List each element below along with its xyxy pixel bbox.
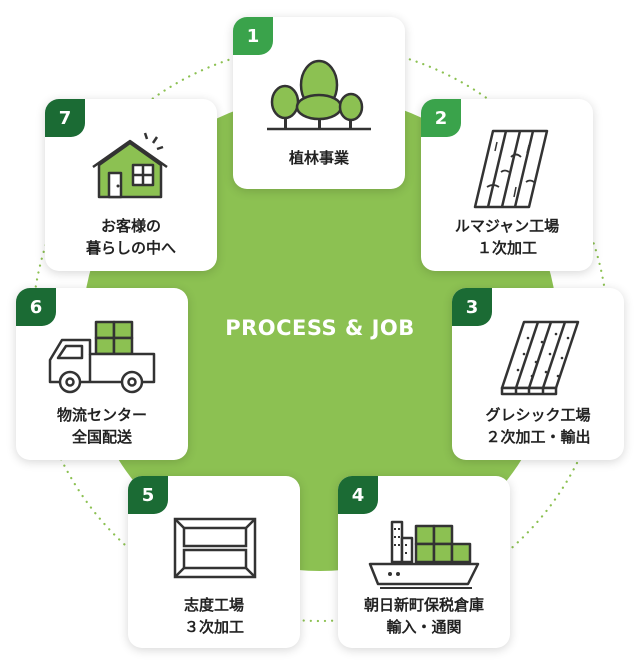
center-title: PROCESS & JOB [225,316,415,340]
step-label-2: ルマジャン工場 １次加工 [454,217,560,257]
step-badge-5: 5 [128,476,168,514]
step-badge-1: 1 [233,17,273,55]
step-label-3: グレシック工場 ２次加工・輸出 [485,406,591,446]
step-card-5: 5 志度工場 ３次加工 [128,476,300,648]
step-label-1: 植林事業 [288,149,349,167]
forest-trees-icon [267,59,371,131]
house-icon [92,132,168,199]
step-badge-3: 3 [452,288,492,326]
step-card-7: 7 お客様の 暮らしの中へ [45,99,217,271]
step-label-6: 物流センター 全国配送 [56,406,147,446]
step-label-7: お客様の 暮らしの中へ [85,217,176,257]
step-card-2: 2 ルマジャン工場 １次加工 [421,99,593,271]
timber-planks-icon [473,129,549,209]
delivery-truck-icon [48,320,156,394]
step-card-1: 1 植林事業 [233,17,405,189]
step-label-4: 朝日新町保税倉庫 輸入・通関 [363,596,484,636]
step-card-4: 4 朝日新町保税倉庫 輸入・通関 [338,476,510,648]
step-badge-4: 4 [338,476,378,514]
container-ship-icon [368,520,480,589]
step-badge-7: 7 [45,99,85,137]
step-badge-2: 2 [421,99,461,137]
wood-panel-icon [173,517,257,579]
flooring-boards-icon [500,320,580,396]
step-card-3: 3 グレシック工場 ２次加工・輸出 [452,288,624,460]
step-label-5: 志度工場 ３次加工 [183,596,244,636]
step-card-6: 6 物流センター 全国配送 [16,288,188,460]
step-badge-6: 6 [16,288,56,326]
